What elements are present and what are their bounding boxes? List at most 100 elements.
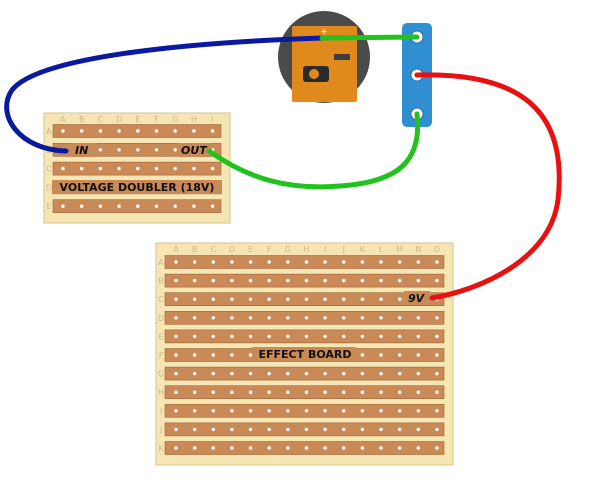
vd-hole <box>98 204 103 208</box>
vd-column-letter: H <box>191 115 197 124</box>
eb-hole <box>286 278 290 283</box>
eb-hole <box>248 409 253 413</box>
dc-socket: + <box>278 11 370 103</box>
eb-hole <box>192 316 197 320</box>
eb-hole <box>304 297 309 301</box>
eb-hole <box>323 316 327 320</box>
eb-hole <box>211 297 215 301</box>
eb-hole <box>230 409 234 413</box>
out-label: OUT <box>181 144 208 157</box>
eb-hole <box>323 427 327 432</box>
eb-row-letter: H <box>158 388 164 397</box>
eb-hole <box>248 260 253 264</box>
eb-hole <box>379 278 383 283</box>
eb-column-letter: B <box>192 245 198 254</box>
vd-row-letter: E <box>46 202 51 211</box>
eb-hole <box>397 260 402 264</box>
eb-hole <box>192 297 197 301</box>
eb-hole <box>435 409 439 413</box>
eb-hole <box>435 371 439 376</box>
eb-hole <box>342 371 346 376</box>
eb-hole <box>304 316 309 320</box>
eb-hole <box>211 409 215 413</box>
eb-hole <box>286 427 290 432</box>
eb-hole <box>360 371 365 376</box>
eb-row-letter: A <box>158 258 164 267</box>
eb-copper-strip <box>164 255 445 269</box>
supply-label: 9V <box>408 292 426 305</box>
eb-column-letter: N <box>415 245 421 254</box>
vd-row-letter: C <box>46 165 52 174</box>
eb-hole <box>323 409 327 413</box>
eb-hole <box>174 409 178 413</box>
eb-copper-strip <box>164 310 445 325</box>
eb-hole <box>230 390 234 394</box>
vd-hole <box>117 204 121 208</box>
eb-column-letter: L <box>379 245 384 254</box>
eb-hole <box>174 390 178 394</box>
vd-column-letter: D <box>116 115 122 124</box>
eb-hole <box>230 427 234 432</box>
eb-hole <box>286 260 290 264</box>
eb-hole <box>435 260 439 264</box>
vd-hole <box>80 204 84 208</box>
eb-hole <box>192 353 197 357</box>
eb-hole <box>416 260 421 264</box>
dc-socket-pcb <box>292 26 357 102</box>
eb-hole <box>397 353 402 357</box>
vd-hole <box>136 148 140 152</box>
eb-row-letter: C <box>158 295 164 304</box>
eb-row-letter: D <box>158 314 164 323</box>
eb-hole <box>230 316 234 320</box>
eb-hole <box>286 316 290 320</box>
eb-hole <box>174 260 178 264</box>
eb-hole <box>211 390 215 394</box>
eb-hole <box>342 334 346 339</box>
eb-hole <box>416 278 421 283</box>
eb-hole <box>397 316 402 320</box>
eb-hole <box>192 260 197 264</box>
eb-hole <box>416 427 421 432</box>
eb-hole <box>230 371 234 376</box>
effect-board-title: EFFECT BOARD <box>258 348 351 361</box>
eb-hole <box>174 427 178 432</box>
eb-hole <box>435 427 439 432</box>
eb-hole <box>342 297 346 301</box>
eb-hole <box>379 446 383 450</box>
in-label-bg <box>71 143 97 157</box>
eb-hole <box>286 390 290 394</box>
eb-hole <box>248 316 253 320</box>
vd-column-letter: A <box>60 115 66 124</box>
green-wire-out-to-jack <box>206 111 421 190</box>
eb-column-letter: I <box>324 245 326 254</box>
vd-hole <box>173 166 177 171</box>
eb-column-letter: O <box>434 245 440 254</box>
eb-column-letter: F <box>267 245 272 254</box>
vd-hole <box>80 166 84 171</box>
eb-hole <box>379 297 383 301</box>
eb-hole <box>304 278 309 283</box>
vd-hole <box>192 166 196 171</box>
eb-hole <box>323 446 327 450</box>
eb-hole <box>286 409 290 413</box>
eb-copper-strip <box>164 366 445 381</box>
effect-board-title-bg <box>252 347 356 361</box>
eb-hole <box>416 334 421 339</box>
eb-hole <box>323 390 327 394</box>
eb-hole <box>174 353 178 357</box>
red-wire-jack-to-9v <box>414 72 562 301</box>
eb-hole <box>342 427 346 432</box>
vd-hole <box>136 204 140 208</box>
eb-hole <box>211 371 215 376</box>
vd-column-letter: I <box>211 115 213 124</box>
eb-hole <box>211 427 215 432</box>
eb-row-letter: K <box>158 444 164 453</box>
eb-hole <box>267 446 271 450</box>
eb-column-letter: G <box>285 245 291 254</box>
eb-copper-strip <box>164 273 445 288</box>
eb-hole <box>267 278 271 283</box>
eb-hole <box>342 446 346 450</box>
vd-hole <box>117 148 121 152</box>
eb-hole <box>248 297 253 301</box>
eb-column-letter: C <box>210 245 216 254</box>
